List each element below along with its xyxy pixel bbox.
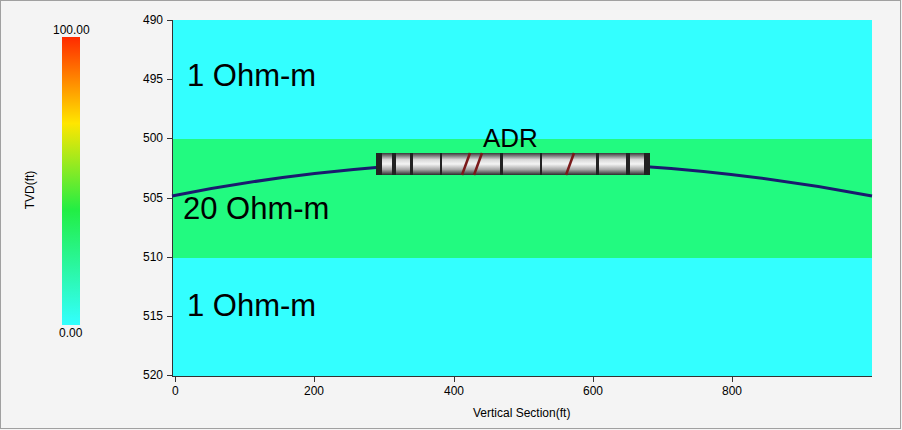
tick-label: 515 (143, 309, 163, 323)
tick-label: 510 (143, 250, 163, 264)
tool-name: ADR (483, 123, 538, 153)
tick-label: 800 (722, 384, 742, 398)
scale-min: 0.00 (59, 326, 82, 340)
layer-label: 1 Ohm-m (187, 59, 316, 93)
tick-label: 200 (304, 384, 324, 398)
tick-label: 0 (172, 384, 179, 398)
adr-tool (376, 153, 650, 175)
resistivity-layer: 1 Ohm-m (173, 20, 872, 139)
tick-label: 495 (143, 72, 163, 86)
resistivity-layer: 1 Ohm-m (173, 258, 872, 376)
tick-label: 500 (143, 131, 163, 145)
tick-label: 490 (143, 13, 163, 27)
tick-label: 400 (444, 384, 464, 398)
axis-title: Vertical Section(ft) (473, 406, 570, 420)
scale-max: 100.00 (53, 23, 90, 37)
axis-title: TVD(ft) (23, 171, 37, 210)
layer-label: 1 Ohm-m (187, 289, 316, 323)
color-bar (62, 37, 80, 325)
tick-label: 505 (143, 191, 163, 205)
tick-label: 600 (583, 384, 603, 398)
tick-label: 520 (143, 368, 163, 382)
layer-label: 20 Ohm-m (183, 192, 329, 226)
